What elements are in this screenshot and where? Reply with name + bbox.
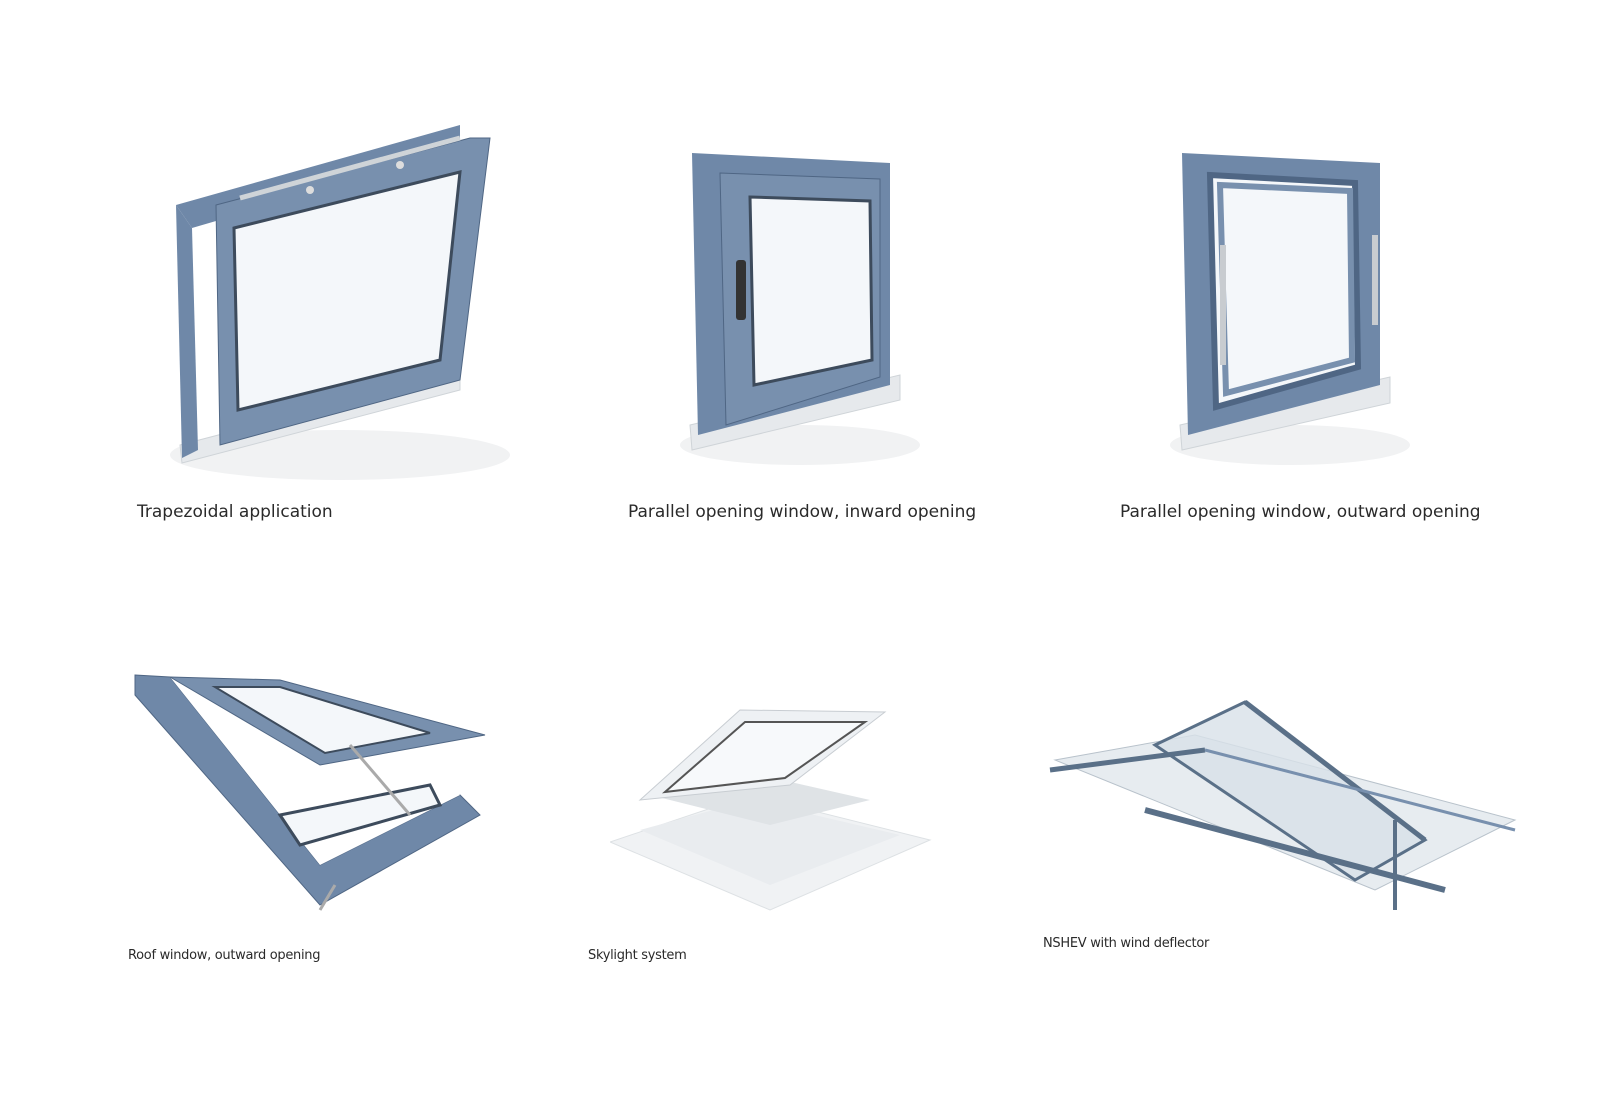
parallel-outward-window-image <box>1170 153 1410 465</box>
product-caption: NSHEV with wind deflector <box>1043 936 1210 951</box>
product-caption: Trapezoidal application <box>137 502 333 522</box>
product-caption: Skylight system <box>588 948 687 963</box>
roof-window-image <box>134 674 486 911</box>
skylight-image <box>610 709 932 911</box>
product-caption: Roof window, outward opening <box>128 948 321 963</box>
nshev-image <box>1049 700 1517 910</box>
trapezoidal-window-image <box>170 125 510 480</box>
product-caption: Parallel opening window, inward opening <box>628 502 977 522</box>
parallel-inward-window-image <box>680 153 920 465</box>
product-caption: Parallel opening window, outward opening <box>1120 502 1481 522</box>
